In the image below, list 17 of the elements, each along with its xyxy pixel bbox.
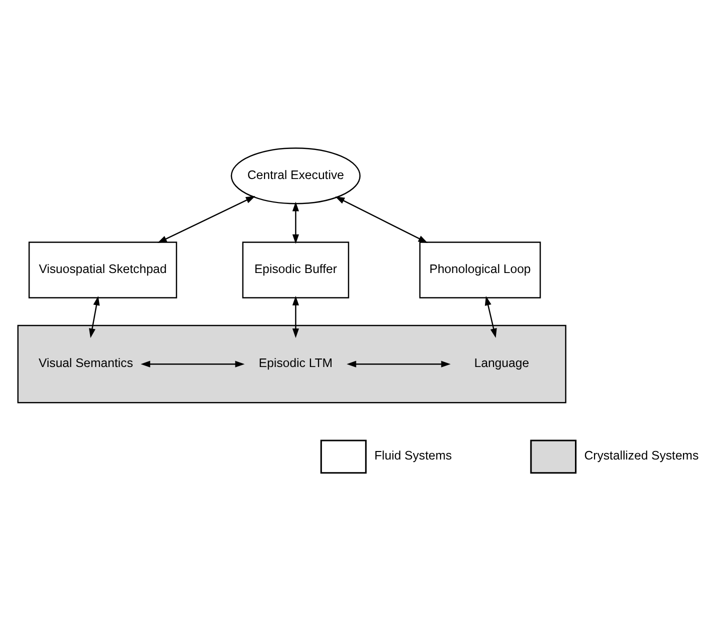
node-box: Visuospatial Sketchpad: [28, 242, 178, 298]
node-text: Episodic LTM: [258, 356, 333, 370]
arrow: [140, 360, 245, 368]
node-text: Visual Semantics: [38, 356, 134, 370]
arrow: [346, 360, 451, 368]
arrow: [88, 296, 100, 338]
legend-label: Fluid Systems: [374, 448, 452, 463]
cluster: [17, 324, 566, 404]
arrow: [157, 196, 256, 243]
node-box: Phonological Loop: [419, 242, 541, 298]
arrow: [292, 296, 299, 338]
arrow: [335, 196, 428, 243]
arrow: [484, 296, 497, 338]
node-text: Language: [474, 356, 530, 370]
arrow: [292, 202, 299, 244]
legend-label: Crystallized Systems: [584, 448, 699, 463]
node-box: Episodic Buffer: [242, 242, 350, 298]
